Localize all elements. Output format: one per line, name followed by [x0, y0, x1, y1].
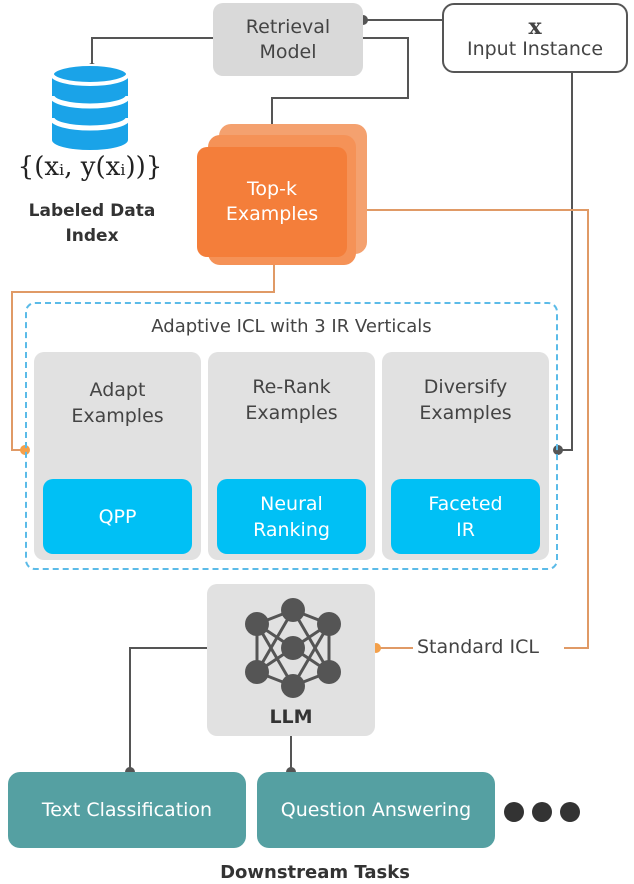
task-label: Question Answering [280, 799, 472, 821]
database-icon [50, 64, 130, 150]
adaptive-icl-frame [25, 302, 558, 570]
task-label: Text Classification [41, 799, 213, 821]
llm-box: LLM [207, 584, 375, 736]
panel-title-line2: Examples [71, 405, 164, 427]
adapt-examples-panel: Adapt Examples QPP [34, 352, 201, 560]
panel-title-line1: Re-Rank [252, 376, 331, 398]
retrieval-model-label-line1: Retrieval [245, 15, 331, 38]
panel-title: Diversify Examples [382, 374, 549, 426]
input-instance-label: Input Instance [466, 38, 604, 60]
retrieval-model-label-line2: Model [259, 40, 317, 63]
method-label-line2: IR [456, 518, 475, 541]
neural-network-icon [245, 598, 341, 698]
downstream-tasks-label: Downstream Tasks [220, 862, 410, 883]
input-symbol: x [528, 14, 542, 40]
panel-title-line2: Examples [245, 402, 338, 424]
ellipsis-dots-icon [504, 802, 580, 822]
method-label-line1: QPP [98, 505, 137, 528]
input-instance-box: x Input Instance [442, 3, 628, 73]
topk-label-line1: Top-k [247, 178, 297, 200]
rerank-examples-panel: Re-Rank Examples Neural Ranking [208, 352, 375, 560]
labeled-data-index-label: Labeled Data Index [28, 201, 156, 246]
panel-title-line1: Diversify [423, 376, 508, 398]
topk-label-line2: Examples [225, 203, 319, 225]
panel-title: Adapt Examples [34, 377, 201, 429]
method-label-line2: Ranking [253, 518, 330, 541]
question-answering-task: Question Answering [257, 772, 495, 848]
qpp-method-box: QPP [43, 479, 192, 554]
neural-ranking-method-box: Neural Ranking [217, 479, 366, 554]
topk-examples-box: Top-k Examples [197, 147, 347, 257]
faceted-ir-method-box: Faceted IR [391, 479, 540, 554]
method-label-line1: Faceted [428, 492, 503, 515]
adaptive-icl-title: Adaptive ICL with 3 IR Verticals [151, 316, 432, 337]
llm-label: LLM [269, 706, 313, 728]
panel-title-line2: Examples [419, 402, 512, 424]
labeled-data-formula: {(xᵢ, y(xᵢ))} [17, 152, 163, 182]
panel-title-line1: Adapt [89, 379, 146, 401]
panel-title: Re-Rank Examples [208, 374, 375, 426]
diversify-examples-panel: Diversify Examples Faceted IR [382, 352, 549, 560]
retrieval-model-box: Retrieval Model [213, 3, 363, 76]
standard-icl-label: Standard ICL [413, 636, 543, 658]
method-label-line1: Neural [260, 492, 323, 515]
text-classification-task: Text Classification [8, 772, 246, 848]
